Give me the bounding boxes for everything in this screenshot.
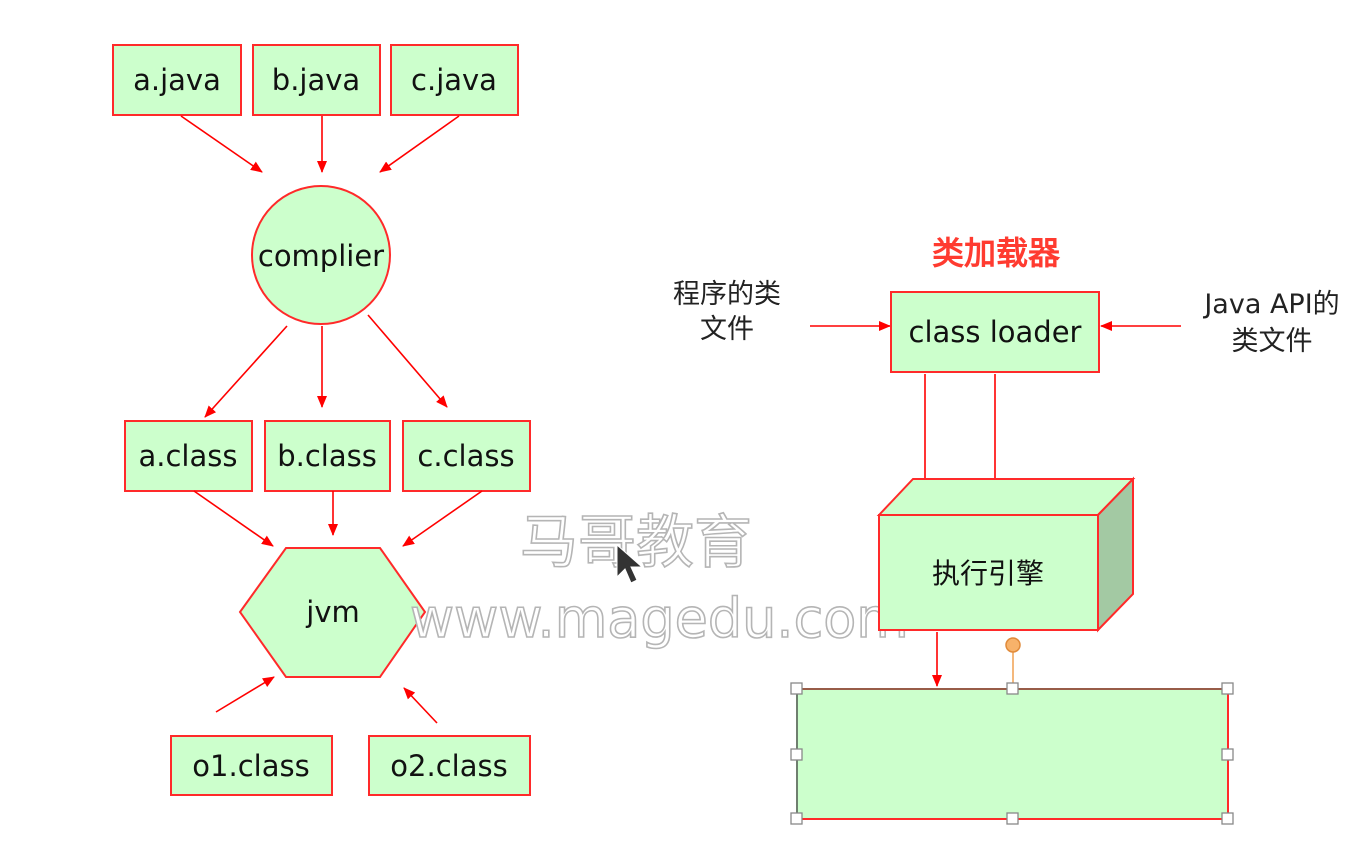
arrow-a-java-to-compiler xyxy=(180,115,263,173)
arrow-c-java-to-compiler xyxy=(379,115,460,173)
class-loader-label: class loader xyxy=(909,315,1082,349)
class-file-b-label: b.class xyxy=(277,439,377,473)
arrow-compiler-to-c-class xyxy=(367,314,448,408)
class-file-b[interactable]: b.class xyxy=(264,420,391,492)
jvm-label: jvm xyxy=(305,595,359,629)
class-file-c[interactable]: c.class xyxy=(402,420,531,492)
resize-handle-top-left[interactable] xyxy=(790,682,803,695)
class-file-a-label: a.class xyxy=(139,439,238,473)
program-class-files-label-line1: 程序的类 xyxy=(673,279,781,310)
java-api-class-files-label-line2: 类文件 xyxy=(1232,326,1313,357)
rotation-handle[interactable] xyxy=(1005,637,1021,653)
class-file-o1[interactable]: o1.class xyxy=(170,735,333,796)
jvm-node[interactable]: jvm xyxy=(238,547,427,678)
class-loader-node[interactable]: class loader xyxy=(890,291,1100,373)
class-file-o2[interactable]: o2.class xyxy=(368,735,531,796)
execution-engine-label: 执行引擎 xyxy=(932,557,1044,590)
resize-handle-left[interactable] xyxy=(790,748,803,761)
source-file-c-label: c.java xyxy=(411,63,497,97)
java-api-class-files-label-line1: Java API的 xyxy=(1202,289,1339,320)
arrow-c-class-to-jvm xyxy=(402,490,483,547)
resize-handle-top[interactable] xyxy=(1006,682,1019,695)
resize-handle-top-right[interactable] xyxy=(1221,682,1234,695)
class-loader-title: 类加载器 xyxy=(932,234,1061,272)
source-file-a-label: a.java xyxy=(133,63,221,97)
class-file-o1-label: o1.class xyxy=(192,749,309,783)
program-class-files-label-line2: 文件 xyxy=(700,314,754,345)
compiler-node[interactable]: complier xyxy=(251,185,391,325)
resize-handle-bottom[interactable] xyxy=(1006,812,1019,825)
source-file-a[interactable]: a.java xyxy=(112,44,242,116)
source-file-b-label: b.java xyxy=(272,63,360,97)
arrow-o1-class-to-jvm xyxy=(215,676,275,713)
selected-shape[interactable] xyxy=(796,688,1229,820)
arrow-compiler-to-a-class xyxy=(204,325,288,418)
class-file-o2-label: o2.class xyxy=(390,749,507,783)
resize-handle-right[interactable] xyxy=(1221,748,1234,761)
source-file-c[interactable]: c.java xyxy=(390,44,519,116)
class-file-c-label: c.class xyxy=(417,439,514,473)
compiler-label: complier xyxy=(258,239,384,273)
execution-engine-node[interactable]: 执行引擎 xyxy=(876,476,1136,633)
class-file-a[interactable]: a.class xyxy=(124,420,253,492)
arrow-o2-class-to-jvm xyxy=(403,687,438,724)
source-file-b[interactable]: b.java xyxy=(252,44,381,116)
resize-handle-bottom-left[interactable] xyxy=(790,812,803,825)
arrow-a-class-to-jvm xyxy=(193,490,274,547)
resize-handle-bottom-right[interactable] xyxy=(1221,812,1234,825)
watermark-url: www.magedu.com xyxy=(410,587,909,650)
mouse-pointer-icon xyxy=(616,543,644,584)
